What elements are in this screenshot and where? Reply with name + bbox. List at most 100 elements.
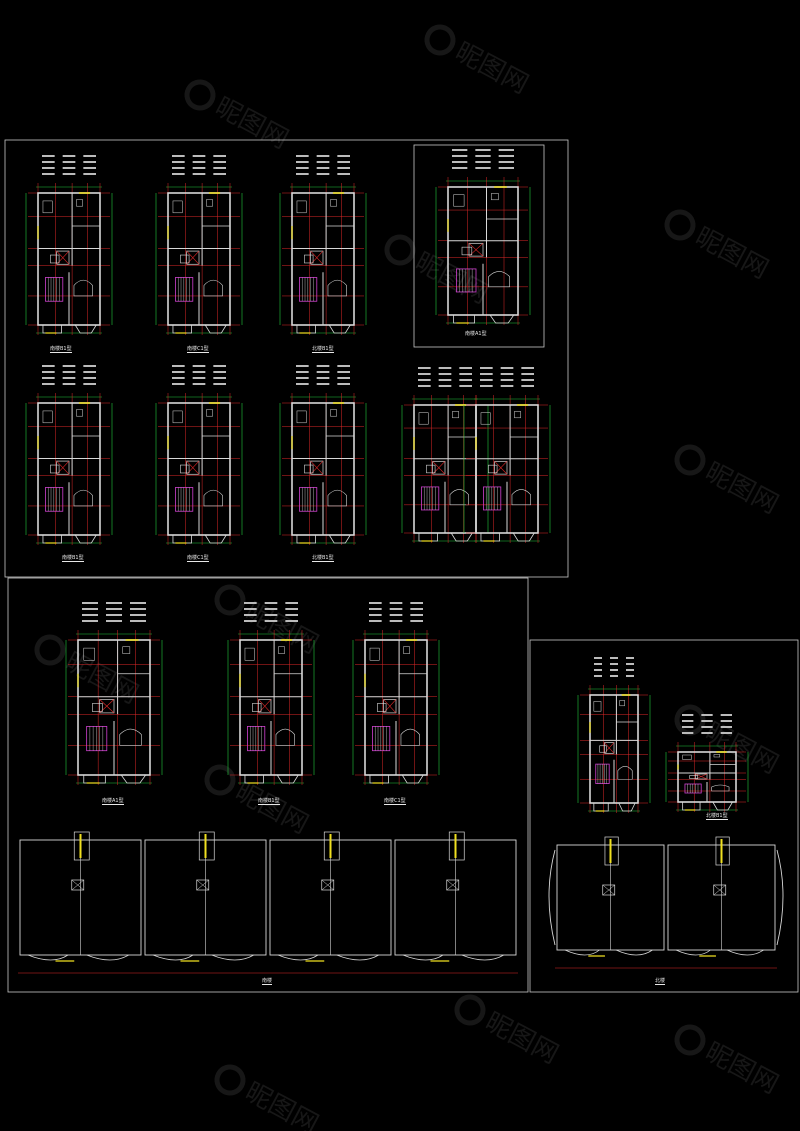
area-table-cell: [106, 608, 122, 610]
area-table-cell: [244, 602, 257, 604]
area-table-cell: [610, 675, 618, 677]
elevator-cross: [196, 879, 209, 891]
shaft-cross: [258, 699, 272, 714]
bay-curve: [564, 949, 600, 956]
bay-curve: [726, 949, 764, 956]
area-table-cell: [82, 602, 98, 604]
elevator-cross: [71, 879, 84, 891]
area-table-cell: [480, 373, 493, 375]
area-table-cell: [285, 602, 298, 604]
shaft-cross: [186, 250, 200, 265]
area-table-cell: [682, 714, 694, 716]
area-table-cell: [244, 620, 257, 622]
area-table-cell: [83, 167, 96, 169]
area-table-cell: [83, 365, 96, 367]
caption-plan-11: 南楼C1型: [384, 798, 406, 805]
area-table-cell: [130, 608, 146, 610]
unit-plan-2: [155, 155, 243, 335]
unit-plan-11: [352, 602, 440, 785]
area-table-cell: [389, 614, 403, 616]
area-table-cell: [62, 371, 76, 373]
area-table-cell: [192, 371, 206, 373]
curved-end-wall: [548, 849, 556, 946]
bay-window: [712, 801, 733, 811]
area-table-cell: [213, 173, 226, 175]
dining-table-icon: [377, 703, 387, 712]
wardrobe-icon: [244, 647, 255, 661]
stair-core-icon: [73, 831, 90, 861]
shaft-icon: [186, 250, 200, 265]
sofa-icon: [203, 279, 223, 297]
area-table-cell: [389, 608, 403, 610]
bed-icon: [175, 487, 194, 512]
area-table-cell: [106, 620, 122, 622]
unit-plans-layer: [25, 149, 749, 813]
shaft-cross: [310, 460, 324, 475]
shaft-cross: [310, 250, 324, 265]
area-table-cell: [410, 608, 423, 610]
bay-curve: [461, 954, 504, 961]
wardrobe-icon: [480, 412, 491, 425]
area-table-cell: [264, 614, 278, 616]
shaft-cross: [56, 460, 70, 475]
shaft-cross: [99, 699, 115, 714]
shaft-cross: [432, 461, 446, 475]
bed-icon: [421, 486, 440, 511]
area-table-cell: [337, 383, 350, 385]
wardrobe-icon: [83, 647, 95, 661]
unit-plan-12: [577, 657, 651, 813]
dining-table-icon: [599, 745, 607, 753]
area-table-cell: [337, 377, 350, 379]
area-table-cell: [410, 614, 423, 616]
wardrobe-icon: [172, 200, 183, 214]
area-table-cell: [452, 167, 468, 169]
area-table-cell: [172, 167, 185, 169]
area-table-cell: [192, 377, 206, 379]
area-table-cell: [389, 620, 403, 622]
area-table-cell: [42, 383, 55, 385]
shaft-icon: [99, 699, 115, 714]
area-table-cell: [682, 726, 694, 728]
nipic-logo-icon: [674, 444, 706, 476]
stair-core-icon: [448, 831, 465, 861]
area-table-cell: [82, 620, 98, 622]
area-table-cell: [410, 602, 423, 604]
curved-end-wall: [776, 849, 784, 946]
shaft-icon: [56, 250, 70, 265]
area-table-cell: [475, 149, 491, 151]
shaft-icon: [695, 773, 708, 780]
caption-plan-5: 南楼B1型: [62, 555, 84, 562]
sink-icon: [76, 409, 83, 417]
shaft-icon: [258, 699, 272, 714]
area-table-cell: [192, 167, 206, 169]
area-table-cell: [418, 385, 431, 387]
nipic-logo-icon: [34, 634, 66, 666]
area-table-cell: [192, 155, 206, 157]
bed-icon: [86, 726, 108, 752]
sink-icon: [330, 409, 337, 417]
area-table-cell: [296, 377, 309, 379]
unit-plan-6: [155, 365, 243, 545]
area-table-cell: [172, 377, 185, 379]
wardrobe-icon: [593, 701, 602, 712]
area-table-cell: [83, 377, 96, 379]
area-table-cell: [213, 161, 226, 163]
bed-icon: [684, 783, 702, 794]
area-table-cell: [418, 373, 431, 375]
area-table-cell: [192, 161, 206, 163]
area-table-cell: [192, 173, 206, 175]
caption-north-building: 北楼: [655, 978, 666, 985]
area-table-cell: [720, 726, 732, 728]
area-table-cell: [418, 379, 431, 381]
area-table-cell: [42, 161, 55, 163]
area-table-cell: [83, 371, 96, 373]
elevator-icon: [713, 884, 727, 896]
elevator-cross: [321, 879, 334, 891]
area-table-cell: [285, 620, 298, 622]
area-table-cell: [316, 383, 330, 385]
elevator-cross: [713, 884, 726, 896]
area-table-cell: [452, 149, 468, 151]
bay-window: [328, 324, 351, 334]
area-table-cell: [82, 608, 98, 610]
shaft-icon: [310, 250, 324, 265]
